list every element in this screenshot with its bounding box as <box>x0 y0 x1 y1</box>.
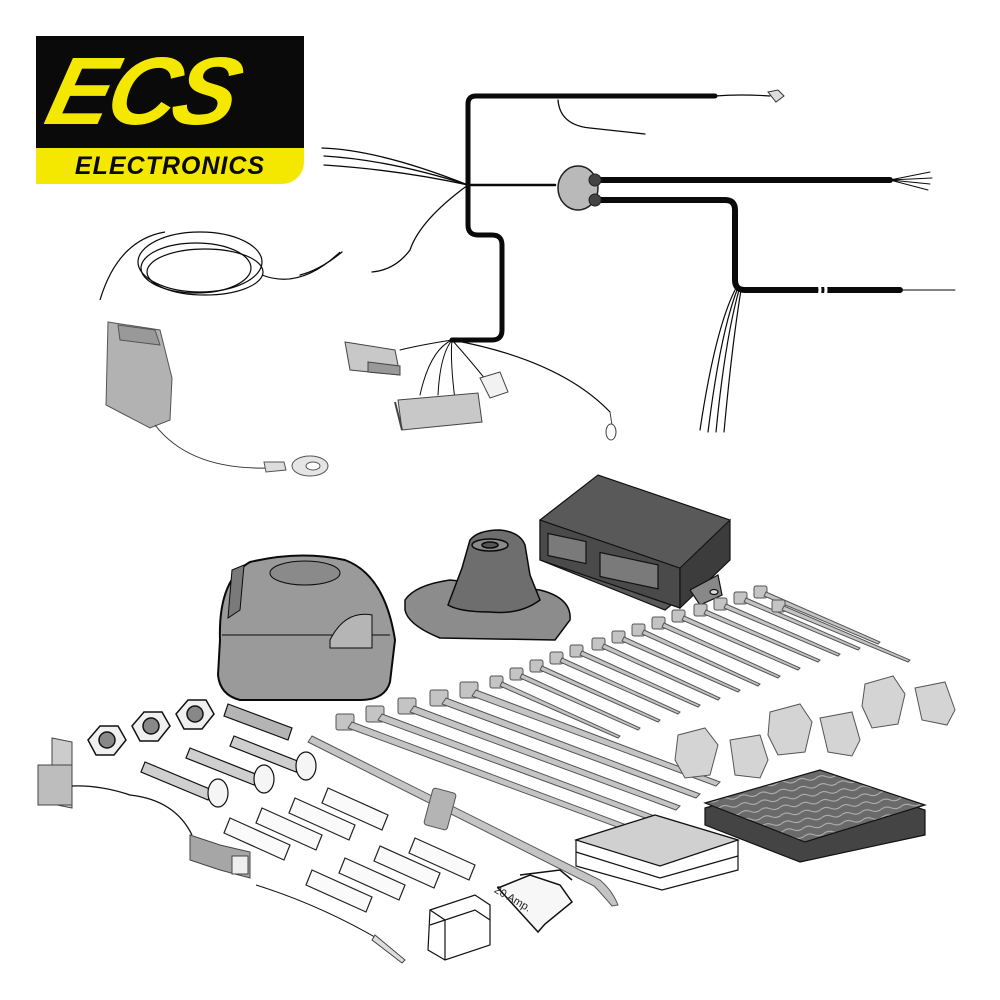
butt-connectors <box>223 787 476 913</box>
instruction-pads <box>573 769 927 891</box>
wire-clips <box>674 675 956 779</box>
cable-ties <box>307 585 911 907</box>
multi-pin-connector-upper <box>344 341 401 376</box>
buzzer-with-connector <box>37 737 406 964</box>
connector-with-ring-terminal <box>105 321 329 477</box>
cable-grommet <box>557 165 602 211</box>
hex-nuts <box>87 699 215 756</box>
coiled-wire <box>99 231 341 301</box>
socket-gasket <box>404 529 571 641</box>
ring-terminal-harness <box>605 411 617 441</box>
bolts <box>140 703 317 808</box>
fuse-holder <box>427 894 491 961</box>
logo-bottom-panel <box>36 148 304 184</box>
multi-pin-connector-lower <box>394 392 483 431</box>
socket-7-pin <box>216 554 397 701</box>
logo-subtitle: ELECTRONICS <box>74 152 266 180</box>
logo-top-panel: ECS <box>36 36 304 148</box>
brand-logo: ECS ELECTRONICS <box>36 36 304 184</box>
control-module <box>539 474 731 611</box>
blade-fuse <box>496 869 574 934</box>
wiring-harness <box>299 93 956 433</box>
plug-end <box>767 89 785 103</box>
small-white-connector <box>479 371 509 399</box>
